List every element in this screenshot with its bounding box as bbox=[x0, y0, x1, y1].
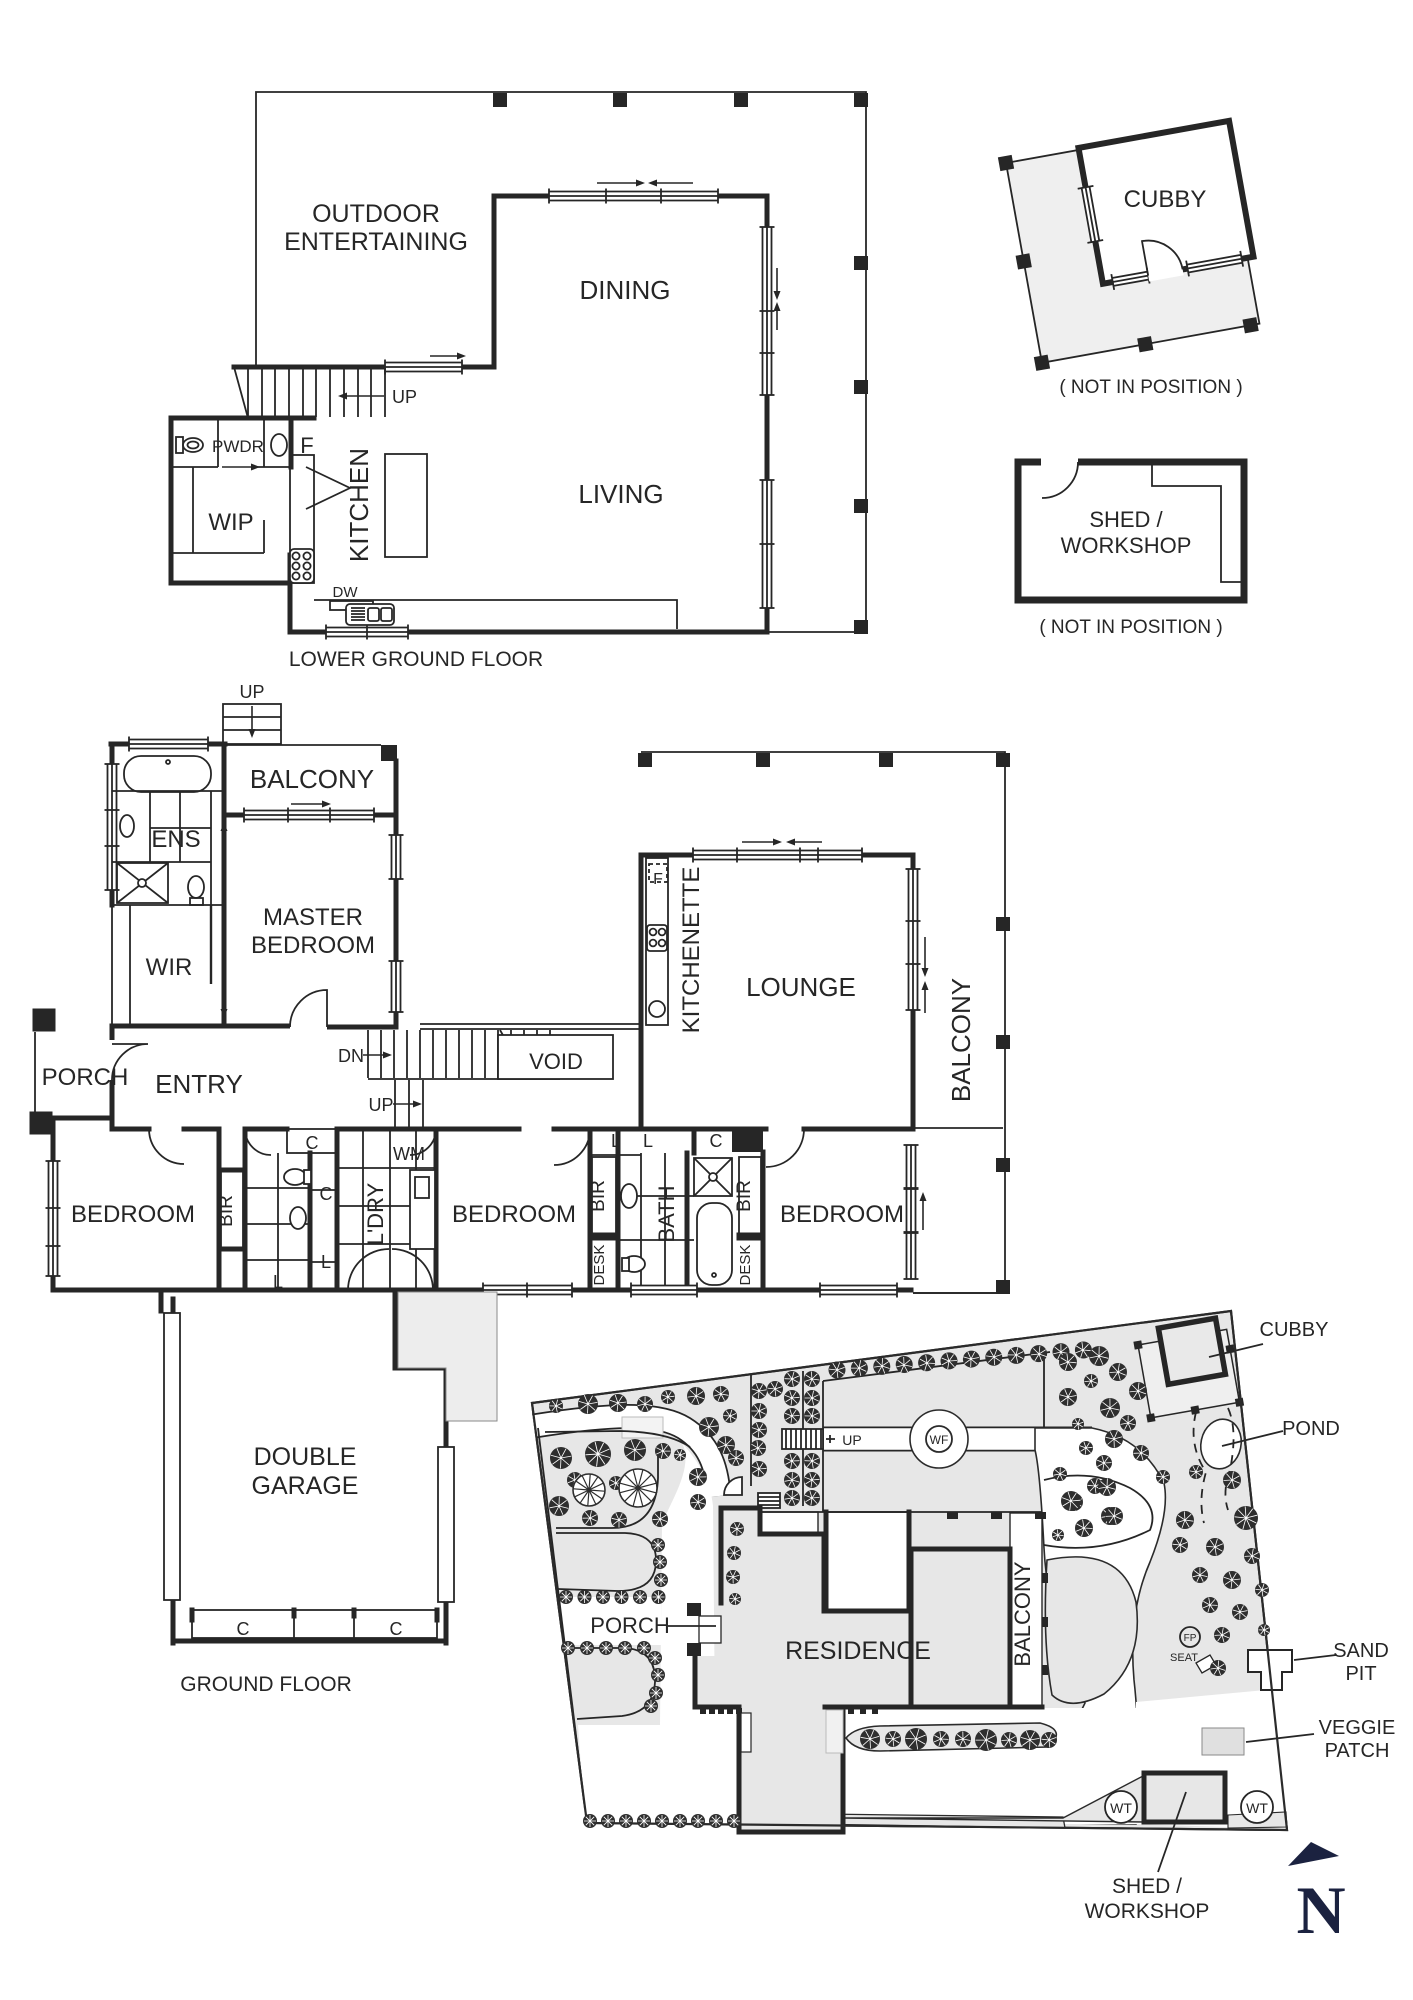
svg-text:LIVING: LIVING bbox=[578, 479, 663, 509]
svg-text:DN: DN bbox=[338, 1046, 364, 1066]
svg-text:OUTDOOR: OUTDOOR bbox=[312, 200, 440, 228]
svg-text:SHED /: SHED / bbox=[1089, 507, 1163, 532]
svg-text:BEDROOM: BEDROOM bbox=[452, 1201, 576, 1228]
svg-text:ENS: ENS bbox=[151, 826, 200, 853]
svg-text:C: C bbox=[237, 1619, 250, 1639]
svg-text:C: C bbox=[710, 1131, 723, 1151]
svg-text:BIR: BIR bbox=[588, 1180, 609, 1212]
svg-text:DOUBLE: DOUBLE bbox=[254, 1443, 357, 1471]
svg-text:DINING: DINING bbox=[580, 275, 671, 305]
svg-text:WORKSHOP: WORKSHOP bbox=[1085, 1900, 1210, 1923]
svg-text:ENTRY: ENTRY bbox=[155, 1069, 243, 1099]
svg-text:WIP: WIP bbox=[208, 509, 253, 536]
svg-text:L: L bbox=[643, 1131, 653, 1151]
svg-text:F: F bbox=[653, 871, 663, 888]
svg-text:L: L bbox=[321, 1252, 331, 1272]
svg-text:BALCONY: BALCONY bbox=[946, 978, 976, 1102]
svg-text:BEDROOM: BEDROOM bbox=[251, 932, 375, 959]
svg-text:WM: WM bbox=[393, 1144, 425, 1164]
svg-text:BEDROOM: BEDROOM bbox=[71, 1201, 195, 1228]
svg-text:KITCHEN: KITCHEN bbox=[344, 448, 374, 562]
svg-text:BALCONY: BALCONY bbox=[1010, 1561, 1035, 1666]
svg-text:UP: UP bbox=[239, 682, 264, 702]
svg-text:VEGGIE: VEGGIE bbox=[1319, 1717, 1396, 1739]
svg-text:LOUNGE: LOUNGE bbox=[746, 972, 856, 1002]
svg-text:PORCH: PORCH bbox=[590, 1613, 669, 1638]
svg-text:KITCHENETTE: KITCHENETTE bbox=[678, 867, 705, 1034]
svg-text:L: L bbox=[273, 1272, 283, 1292]
svg-text:C: C bbox=[390, 1619, 403, 1639]
svg-text:ENTERTAINING: ENTERTAINING bbox=[284, 228, 468, 256]
svg-text:WIR: WIR bbox=[146, 954, 193, 981]
svg-text:( NOT IN POSITION ): ( NOT IN POSITION ) bbox=[1059, 377, 1242, 398]
svg-text:LOWER GROUND FLOOR: LOWER GROUND FLOOR bbox=[289, 648, 543, 671]
svg-text:GARAGE: GARAGE bbox=[252, 1472, 359, 1500]
svg-text:BIR: BIR bbox=[734, 1180, 755, 1212]
svg-text:BATH: BATH bbox=[654, 1185, 679, 1242]
svg-text:N: N bbox=[1296, 1872, 1345, 1948]
svg-text:FP: FP bbox=[1184, 1633, 1197, 1644]
svg-text:BEDROOM: BEDROOM bbox=[780, 1201, 904, 1228]
svg-text:PORCH: PORCH bbox=[42, 1064, 129, 1091]
svg-text:DW: DW bbox=[333, 584, 359, 601]
svg-text:C: C bbox=[306, 1133, 319, 1153]
svg-text:UP: UP bbox=[842, 1432, 861, 1448]
svg-text:C: C bbox=[320, 1184, 333, 1204]
svg-text:CUBBY: CUBBY bbox=[1124, 186, 1207, 213]
svg-text:SEAT: SEAT bbox=[1170, 1652, 1198, 1664]
svg-text:DESK: DESK bbox=[737, 1245, 754, 1286]
svg-text:GROUND FLOOR: GROUND FLOOR bbox=[180, 1673, 352, 1696]
svg-text:WT: WT bbox=[1246, 1800, 1268, 1816]
svg-text:UP: UP bbox=[392, 387, 417, 407]
svg-text:BIR: BIR bbox=[216, 1195, 237, 1227]
svg-text:UP: UP bbox=[368, 1095, 393, 1115]
svg-text:DESK: DESK bbox=[591, 1245, 608, 1286]
svg-text:F: F bbox=[300, 433, 313, 458]
svg-text:PWDR: PWDR bbox=[212, 437, 264, 456]
svg-text:MASTER: MASTER bbox=[263, 904, 363, 931]
svg-text:SHED /: SHED / bbox=[1112, 1875, 1182, 1898]
svg-text:POND: POND bbox=[1282, 1418, 1340, 1440]
svg-text:BALCONY: BALCONY bbox=[250, 764, 374, 794]
svg-text:L: L bbox=[611, 1131, 621, 1151]
svg-text:WT: WT bbox=[1110, 1800, 1132, 1816]
svg-text:L'DRY: L'DRY bbox=[363, 1182, 388, 1245]
svg-text:PIT: PIT bbox=[1345, 1663, 1376, 1685]
svg-text:( NOT IN POSITION ): ( NOT IN POSITION ) bbox=[1039, 617, 1222, 638]
svg-text:CUBBY: CUBBY bbox=[1260, 1319, 1329, 1341]
svg-text:RESIDENCE: RESIDENCE bbox=[785, 1637, 931, 1665]
svg-text:SAND: SAND bbox=[1333, 1640, 1389, 1662]
svg-text:WF: WF bbox=[930, 1433, 949, 1447]
svg-text:WORKSHOP: WORKSHOP bbox=[1061, 533, 1192, 558]
svg-text:PATCH: PATCH bbox=[1325, 1740, 1390, 1762]
svg-text:VOID: VOID bbox=[529, 1049, 583, 1074]
